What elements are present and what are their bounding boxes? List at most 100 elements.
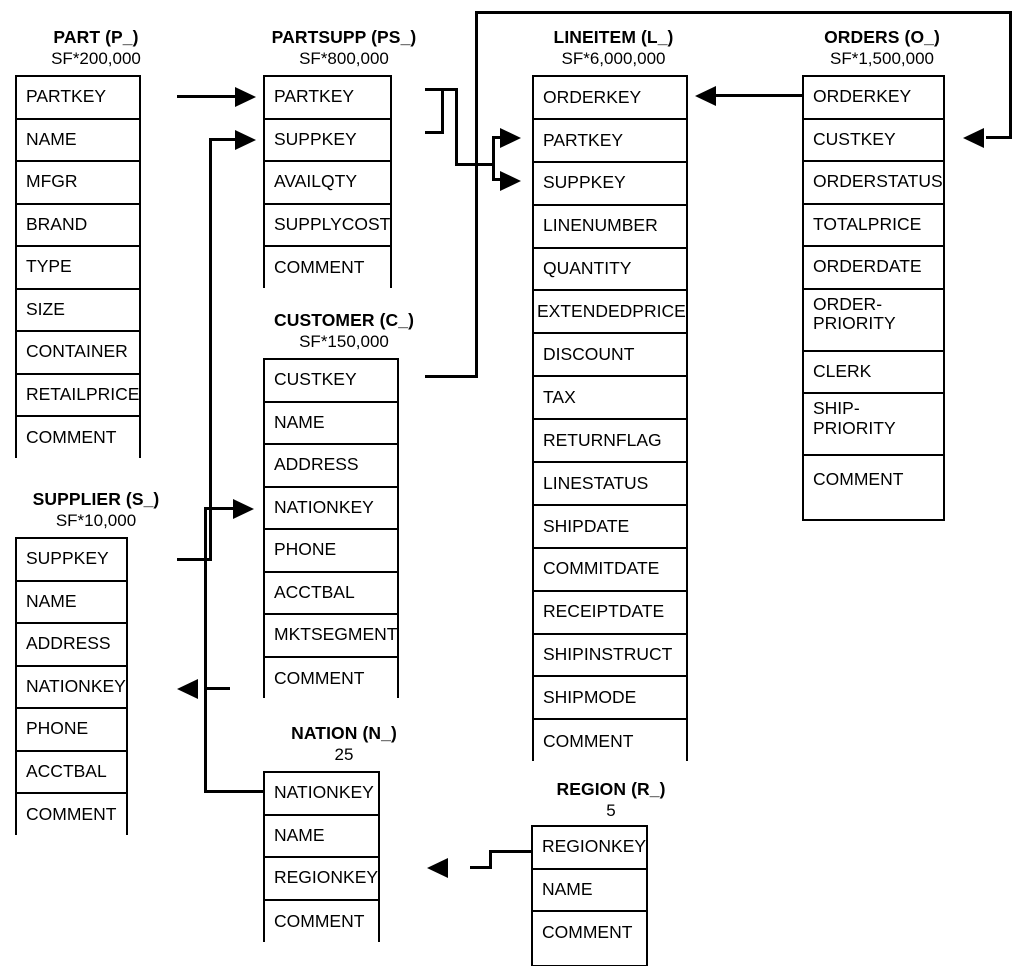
column-partsupp-suppkey[interactable]: SUPPKEY xyxy=(265,119,391,162)
column-orders-shippriority[interactable]: SHIP- PRIORITY xyxy=(804,394,943,456)
column-lineitem-shipinstruct[interactable]: SHIPINSTRUCT xyxy=(534,634,686,678)
connector-customer-custkey-riser xyxy=(475,11,478,378)
column-region-comment[interactable]: COMMENT xyxy=(533,912,647,955)
table-cardinality-partsupp: SF*800,000 xyxy=(299,49,389,68)
column-lineitem-returnflag[interactable]: RETURNFLAG xyxy=(534,420,686,464)
table-title-nation: NATION (N_) xyxy=(291,723,397,743)
column-partsupp-availqty[interactable]: AVAILQTY xyxy=(265,162,391,205)
table-cardinality-lineitem: SF*6,000,000 xyxy=(561,49,666,68)
column-partsupp-supplycost[interactable]: SUPPLYCOST xyxy=(265,204,391,247)
table-cardinality-nation: 25 xyxy=(334,745,354,764)
column-orders-comment[interactable]: COMMENT xyxy=(804,456,943,503)
column-part-type[interactable]: TYPE xyxy=(17,247,140,290)
table-box-partsupp: PARTKEY SUPPKEY AVAILQTY SUPPLYCOST COMM… xyxy=(263,75,393,290)
column-orders-orderkey[interactable]: ORDERKEY xyxy=(804,77,943,120)
column-supplier-acctbal[interactable]: ACCTBAL xyxy=(17,751,126,794)
column-lineitem-partkey[interactable]: PARTKEY xyxy=(534,119,686,163)
column-supplier-phone[interactable]: PHONE xyxy=(17,709,126,752)
connector-partsupp-suppkey-out xyxy=(425,131,444,134)
column-orders-orderstatus[interactable]: ORDERSTATUS xyxy=(804,162,943,205)
column-customer-nationkey[interactable]: NATIONKEY xyxy=(265,487,398,530)
connector-partsupp-suppkey-down xyxy=(492,163,495,181)
arrow-orders-custkey xyxy=(963,127,984,148)
connector-nation-to-customer-riser xyxy=(204,507,207,793)
table-title-partsupp: PARTSUPP (PS_) xyxy=(271,27,417,47)
column-customer-phone[interactable]: PHONE xyxy=(265,530,398,573)
table-cardinality-region: 5 xyxy=(606,801,616,820)
table-title-part: PART (P_) xyxy=(53,27,139,47)
column-lineitem-comment[interactable]: COMMENT xyxy=(534,720,686,764)
connector-region-regionkey-v xyxy=(489,850,492,869)
column-part-brand[interactable]: BRAND xyxy=(17,204,140,247)
column-part-container[interactable]: CONTAINER xyxy=(17,332,140,375)
column-nation-nationkey[interactable]: NATIONKEY xyxy=(265,773,379,816)
column-nation-comment[interactable]: COMMENT xyxy=(265,900,379,943)
connector-orders-to-lineitem xyxy=(716,94,802,97)
column-lineitem-tax[interactable]: TAX xyxy=(534,377,686,421)
column-lineitem-receiptdate[interactable]: RECEIPTDATE xyxy=(534,591,686,635)
connector-supplier-suppkey-riser xyxy=(209,138,212,561)
column-lineitem-linestatus[interactable]: LINESTATUS xyxy=(534,463,686,506)
column-supplier-comment[interactable]: COMMENT xyxy=(17,794,126,837)
column-lineitem-shipdate[interactable]: SHIPDATE xyxy=(534,505,686,549)
column-orders-orderdate[interactable]: ORDERDATE xyxy=(804,247,943,290)
column-part-mfgr[interactable]: MFGR xyxy=(17,162,140,205)
column-lineitem-extendedprice[interactable]: EXTENDEDPRICE xyxy=(534,291,686,335)
table-box-nation: NATIONKEY NAME REGIONKEY COMMENT xyxy=(263,771,381,943)
table-box-orders: ORDERKEY CUSTKEY ORDERSTATUS TOTALPRICE … xyxy=(802,75,945,521)
column-lineitem-suppkey[interactable]: SUPPKEY xyxy=(534,162,686,206)
column-customer-acctbal[interactable]: ACCTBAL xyxy=(265,572,398,615)
column-customer-name[interactable]: NAME xyxy=(265,402,398,445)
column-orders-orderpriority[interactable]: ORDER- PRIORITY xyxy=(804,289,943,352)
column-supplier-suppkey[interactable]: SUPPKEY xyxy=(17,539,126,582)
table-title-orders: ORDERS (O_) xyxy=(824,27,940,47)
column-part-comment[interactable]: COMMENT xyxy=(17,417,140,460)
column-lineitem-discount[interactable]: DISCOUNT xyxy=(534,334,686,378)
column-lineitem-linenumber[interactable]: LINENUMBER xyxy=(534,205,686,249)
table-title-region: REGION (R_) xyxy=(556,779,666,799)
arrow-partsupp-partkey xyxy=(235,86,256,107)
connector-customer-custkey-out xyxy=(425,375,478,378)
column-part-size[interactable]: SIZE xyxy=(17,289,140,332)
connector-partsupp-partkey-up xyxy=(492,136,495,166)
connector-partsupp-suppkey-v xyxy=(441,88,444,134)
column-customer-mktsegment[interactable]: MKTSEGMENT xyxy=(265,615,398,658)
table-box-lineitem: ORDERKEY PARTKEY SUPPKEY LINENUMBER QUAN… xyxy=(532,75,688,764)
column-orders-totalprice[interactable]: TOTALPRICE xyxy=(804,204,943,247)
column-part-name[interactable]: NAME xyxy=(17,119,140,162)
connector-supplier-to-partsupp xyxy=(209,138,239,141)
arrow-lineitem-partkey xyxy=(500,127,521,148)
column-nation-regionkey[interactable]: REGIONKEY xyxy=(265,858,379,901)
column-orders-clerk[interactable]: CLERK xyxy=(804,351,943,394)
arrow-partsupp-suppkey xyxy=(235,129,256,150)
column-supplier-nationkey[interactable]: NATIONKEY xyxy=(17,666,126,709)
column-customer-custkey[interactable]: CUSTKEY xyxy=(265,360,398,403)
column-orders-custkey[interactable]: CUSTKEY xyxy=(804,119,943,162)
column-lineitem-quantity[interactable]: QUANTITY xyxy=(534,248,686,292)
column-part-retailprice[interactable]: RETAILPRICE xyxy=(17,374,140,417)
column-part-partkey[interactable]: PARTKEY xyxy=(17,77,140,120)
connector-customer-custkey-top xyxy=(475,11,1012,14)
arrow-supplier-nationkey xyxy=(177,678,198,699)
column-region-regionkey[interactable]: REGIONKEY xyxy=(533,827,647,870)
column-nation-name[interactable]: NAME xyxy=(265,815,379,858)
connector-part-to-partsupp xyxy=(177,95,239,98)
table-title-lineitem: LINEITEM (L_) xyxy=(553,27,674,47)
column-customer-address[interactable]: ADDRESS xyxy=(265,445,398,488)
connector-lineitem-suppkey-in xyxy=(492,178,504,181)
column-supplier-address[interactable]: ADDRESS xyxy=(17,624,126,667)
table-cardinality-customer: SF*150,000 xyxy=(299,332,389,351)
column-lineitem-orderkey[interactable]: ORDERKEY xyxy=(534,77,686,120)
connector-region-regionkey-out xyxy=(489,850,531,853)
column-partsupp-comment[interactable]: COMMENT xyxy=(265,247,391,290)
column-region-name[interactable]: NAME xyxy=(533,869,647,912)
column-partsupp-partkey[interactable]: PARTKEY xyxy=(265,77,391,120)
connector-supplier-suppkey-stub xyxy=(177,558,212,561)
table-title-customer: CUSTOMER (C_) xyxy=(273,310,414,330)
column-supplier-name[interactable]: NAME xyxy=(17,581,126,624)
column-lineitem-commitdate[interactable]: COMMITDATE xyxy=(534,548,686,592)
column-customer-comment[interactable]: COMMENT xyxy=(265,657,398,700)
table-title-supplier: SUPPLIER (S_) xyxy=(32,489,160,509)
column-lineitem-shipmode[interactable]: SHIPMODE xyxy=(534,677,686,721)
